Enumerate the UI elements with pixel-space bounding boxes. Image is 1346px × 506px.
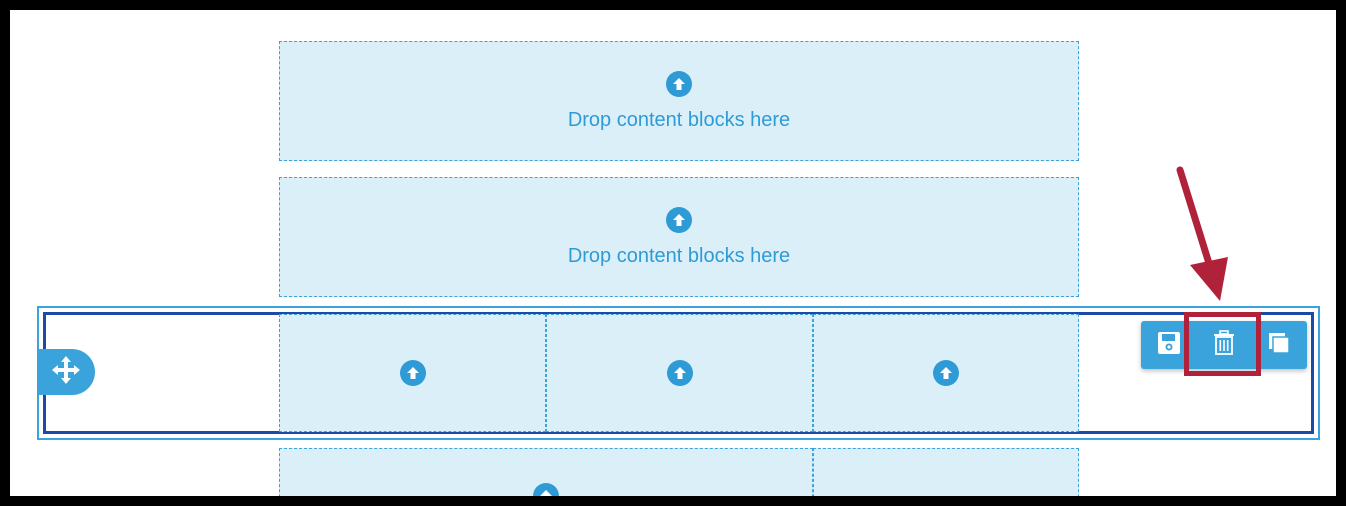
upload-icon xyxy=(533,483,559,496)
upload-icon xyxy=(399,360,426,386)
duplicate-row-button[interactable] xyxy=(1251,321,1306,369)
column-drop-zone[interactable] xyxy=(279,448,813,496)
column-drop-zone[interactable] xyxy=(546,314,813,432)
upload-icon xyxy=(666,206,692,233)
column-drop-zone[interactable] xyxy=(813,314,1079,432)
upload-icon xyxy=(933,360,959,386)
delete-button-highlight xyxy=(1184,312,1261,376)
drop-zone-label: Drop content blocks here xyxy=(567,108,791,131)
drop-zone[interactable]: Drop content blocks here xyxy=(279,177,1079,297)
upload-icon xyxy=(666,360,693,386)
column-drop-zone[interactable] xyxy=(813,448,1079,496)
row-toolbar xyxy=(1141,321,1307,369)
move-icon xyxy=(50,354,82,391)
upload-icon xyxy=(666,70,692,97)
duplicate-icon xyxy=(1266,330,1292,361)
delete-row-button[interactable] xyxy=(1196,321,1251,369)
drop-zone[interactable]: Drop content blocks here xyxy=(279,41,1079,161)
move-row-handle[interactable] xyxy=(37,349,95,395)
annotation-arrow xyxy=(1176,166,1228,301)
floppy-disk-icon xyxy=(1156,330,1182,361)
trash-icon xyxy=(1211,329,1237,362)
drop-zone-label: Drop content blocks here xyxy=(567,244,791,267)
editor-canvas: Drop content blocks here Drop content bl… xyxy=(10,10,1336,496)
save-row-button[interactable] xyxy=(1141,321,1196,369)
column-drop-zone[interactable] xyxy=(279,314,546,432)
